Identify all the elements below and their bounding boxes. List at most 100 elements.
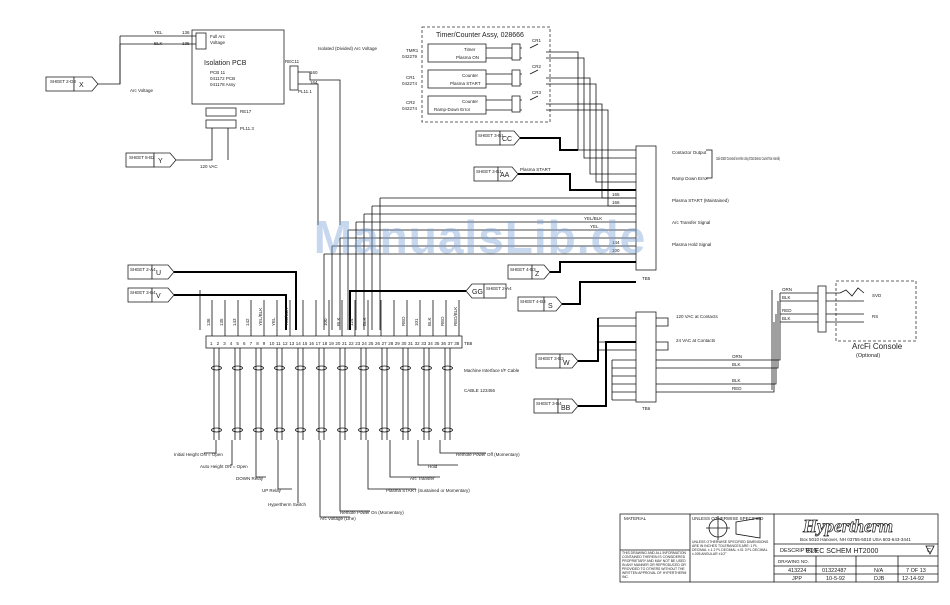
cable-shield xyxy=(316,365,327,371)
cable-shield xyxy=(379,365,390,371)
arcfi-pin-1: SVD xyxy=(872,293,882,298)
title-drawing-no-hdr: DRAWING NO. xyxy=(778,559,809,564)
cable-shield xyxy=(232,427,243,433)
tb8-pin-8: 8 xyxy=(256,341,259,346)
tb6-wire-2: BLK xyxy=(732,362,741,367)
tb6-group-2: 24 VAC at Contacts xyxy=(676,338,716,343)
tb5-wire-1: 165 xyxy=(612,192,620,197)
tb8-top-wire-label: BLK xyxy=(362,317,367,326)
sheet-ref-y: SHEET 8-B2 Y 120 VAC xyxy=(125,152,218,169)
tb6-wire-3: BLK xyxy=(732,378,741,383)
sheet-ref-bb: SHEET 3-B4 BB xyxy=(533,398,579,414)
sheet-ref-bb-text: SHEET 3-B4 xyxy=(536,401,562,406)
sheet-ref-z-text: SHEET 4-B3 xyxy=(510,267,536,272)
tb8-top-wire-label: BLK xyxy=(336,317,341,326)
tb6-terminal-block: TB6 120 VAC at Contacts 24 VAC at Contac… xyxy=(635,311,742,411)
tb8-top-wire-label: 100 xyxy=(323,318,328,326)
tb8-pin-9: 9 xyxy=(263,341,266,346)
plug-re17: RE17 xyxy=(240,109,252,114)
title-rev: C xyxy=(927,548,931,554)
timer-row2-label: Counter xyxy=(462,73,479,78)
cable-shield xyxy=(337,427,348,433)
isolation-pcb-sub: PCB 11 xyxy=(210,70,226,75)
tb8-pin-26: 26 xyxy=(375,341,381,346)
isolation-tb-line-1: Full Arc xyxy=(210,34,226,39)
sheet-ref-u-text: SHEET 2-A4 xyxy=(130,267,156,272)
tb5-wire-3: YEL/BLK xyxy=(584,216,602,221)
tb8-pin-10: 10 xyxy=(269,341,275,346)
bottom-callout-leader xyxy=(255,440,266,478)
tb6-label: TB6 xyxy=(642,406,651,411)
sheet-ref-s-text: SHEET 4-B3 xyxy=(520,299,546,304)
tb8-pin-29: 29 xyxy=(395,341,401,346)
sheet-ref-aa: SHEET 3-B1 AA Plasma START xyxy=(473,166,551,182)
cable-shield xyxy=(358,365,369,371)
tb8-pin-36: 36 xyxy=(441,341,447,346)
isolated-note: Isolated (Divided) Arc Voltage xyxy=(318,46,378,51)
tb5-wire-4: YEL xyxy=(590,224,599,229)
tb8-pin-5: 5 xyxy=(236,341,239,346)
tb6-wire-4: RED xyxy=(732,386,742,391)
cable-shield xyxy=(442,365,453,371)
svg-text:CR1: CR1 xyxy=(532,38,541,43)
cable-shield xyxy=(211,427,222,433)
title-sheet: 7 OF 13 xyxy=(906,568,926,574)
tb8-top-wire-label: BLK xyxy=(427,317,432,326)
tb5-group-2: Ramp Down Error xyxy=(672,176,709,181)
tb8-pin-13: 13 xyxy=(289,341,295,346)
timer-row3-pn: 042274 xyxy=(402,106,418,111)
timer-row1-tag: TMR1 xyxy=(406,48,419,53)
sheet-ref-aa-note: Plasma START xyxy=(520,167,551,172)
cable-shield xyxy=(295,365,306,371)
isolation-tb-line-2: Voltage xyxy=(210,40,226,45)
tb8-pin-30: 30 xyxy=(401,341,407,346)
cable-shield xyxy=(337,365,348,371)
tb8-pin-12: 12 xyxy=(283,341,289,346)
timer-row2-tag: CR1 xyxy=(406,75,415,80)
cable-shield xyxy=(358,427,369,433)
sheet-ref-x: SHEET 2-D3 X Arc Voltage xyxy=(45,76,154,93)
sheet-ref-x-id: X xyxy=(79,82,84,89)
bottom-callout-leader xyxy=(204,440,217,454)
tb8-pin-25: 25 xyxy=(368,341,374,346)
title-tolerances: UNLESS OTHERWISE SPECIFIED DIMENSIONS AR… xyxy=(692,540,769,556)
bottom-callout-label: Arc Voltage (Line) xyxy=(320,516,356,521)
isolation-pcb-sub2: 041172 PCB xyxy=(210,76,235,81)
cable-shield xyxy=(400,427,411,433)
timer-row1-pin: Plasma ON xyxy=(456,55,479,60)
arcfi-tag-4: BLK xyxy=(782,316,791,321)
tb8-cable-pn: CABLE 123456 xyxy=(464,388,496,393)
sheet-ref-bb-id: BB xyxy=(561,405,571,412)
tb8-pin-18: 18 xyxy=(322,341,328,346)
svg-text:CR3: CR3 xyxy=(532,90,541,95)
title-date2: 12-14-92 xyxy=(902,576,924,582)
tb8-pin-1: 1 xyxy=(210,341,213,346)
tb8-pin-7: 7 xyxy=(250,341,253,346)
tb8-pin-19: 19 xyxy=(329,341,335,346)
tb8-top-wire-label: YEL xyxy=(271,317,276,326)
tb8-cable-note: Machine Interface I/F Cable xyxy=(464,368,520,373)
tb8-pin-31: 31 xyxy=(408,341,414,346)
plug-pl11-3: PL11.3 xyxy=(240,126,254,131)
tb8-top-wire-label: RED/BLK xyxy=(453,307,458,326)
cable-shield xyxy=(274,427,285,433)
bottom-callout-leader xyxy=(319,440,350,518)
tb8-pin-22: 22 xyxy=(349,341,355,346)
cable-shield xyxy=(316,427,327,433)
sheet-ref-cc-text: SHEET 3-B1 xyxy=(478,133,504,138)
title-date1: 10-5-92 xyxy=(826,576,845,582)
sheet-ref-s: SHEET 4-B3 S xyxy=(517,296,563,312)
svg-text:135: 135 xyxy=(182,41,190,46)
svg-text:164: 164 xyxy=(310,80,318,85)
title-address: Box 5010 Hanover, NH 03755-5010 USA 603-… xyxy=(800,537,911,542)
sheet-ref-w-id: W xyxy=(563,360,570,367)
cable-shield xyxy=(232,365,243,371)
tb5-wire-2: 166 xyxy=(612,200,620,205)
sheet-ref-v: SHEET 3-B4 V xyxy=(127,287,175,303)
title-part-no: 01322487 xyxy=(822,568,846,574)
timer-row1-pn: 042279 xyxy=(402,54,418,59)
tb5-group-4: Arc Transfer Signal xyxy=(672,220,710,225)
cable-shield xyxy=(421,365,432,371)
tb8-top-wire-label: 136 xyxy=(206,318,211,326)
